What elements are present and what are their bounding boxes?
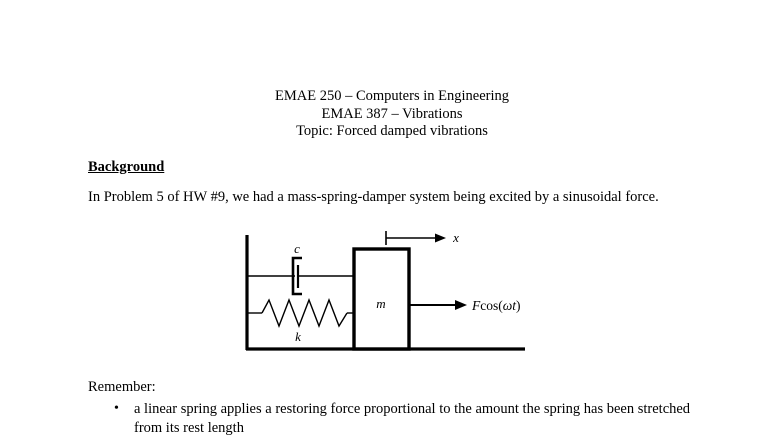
bullet-text: a linear spring applies a restoring forc… bbox=[134, 401, 691, 436]
section-heading-background: Background bbox=[88, 159, 165, 175]
intro-paragraph: In Problem 5 of HW #9, we had a mass-spr… bbox=[88, 189, 659, 205]
displacement-label: x bbox=[452, 230, 459, 245]
document-title-block: EMAE 250 – Computers in Engineering EMAE… bbox=[0, 88, 784, 141]
bullet-marker-icon: • bbox=[114, 401, 119, 416]
force-label: Fcos(ωt) bbox=[471, 298, 521, 313]
topic-title-line: Topic: Forced damped vibrations bbox=[296, 123, 488, 139]
spring-coil bbox=[261, 298, 348, 328]
mass-spring-damper-figure: c k m x Fcos(ωt) bbox=[240, 228, 540, 363]
damper-label: c bbox=[294, 241, 300, 256]
displacement-arrow-head bbox=[435, 233, 446, 243]
force-arrow-head bbox=[455, 300, 467, 310]
course-title-line-2: EMAE 387 – Vibrations bbox=[321, 105, 463, 122]
spring-label: k bbox=[295, 329, 301, 344]
mass-label: m bbox=[376, 296, 385, 311]
list-item: • a linear spring applies a restoring fo… bbox=[110, 400, 710, 437]
remember-bullet-list: • a linear spring applies a restoring fo… bbox=[110, 400, 710, 437]
force-label-cos: cos( bbox=[480, 298, 503, 313]
remember-label: Remember: bbox=[88, 379, 156, 395]
course-title-line-1: EMAE 250 – Computers in Engineering bbox=[275, 88, 509, 104]
force-label-omega-t: ωt bbox=[503, 298, 518, 313]
damper-cylinder bbox=[291, 256, 302, 296]
mass-block bbox=[352, 247, 411, 351]
force-label-F: F bbox=[471, 298, 481, 313]
force-label-close: ) bbox=[516, 298, 521, 313]
